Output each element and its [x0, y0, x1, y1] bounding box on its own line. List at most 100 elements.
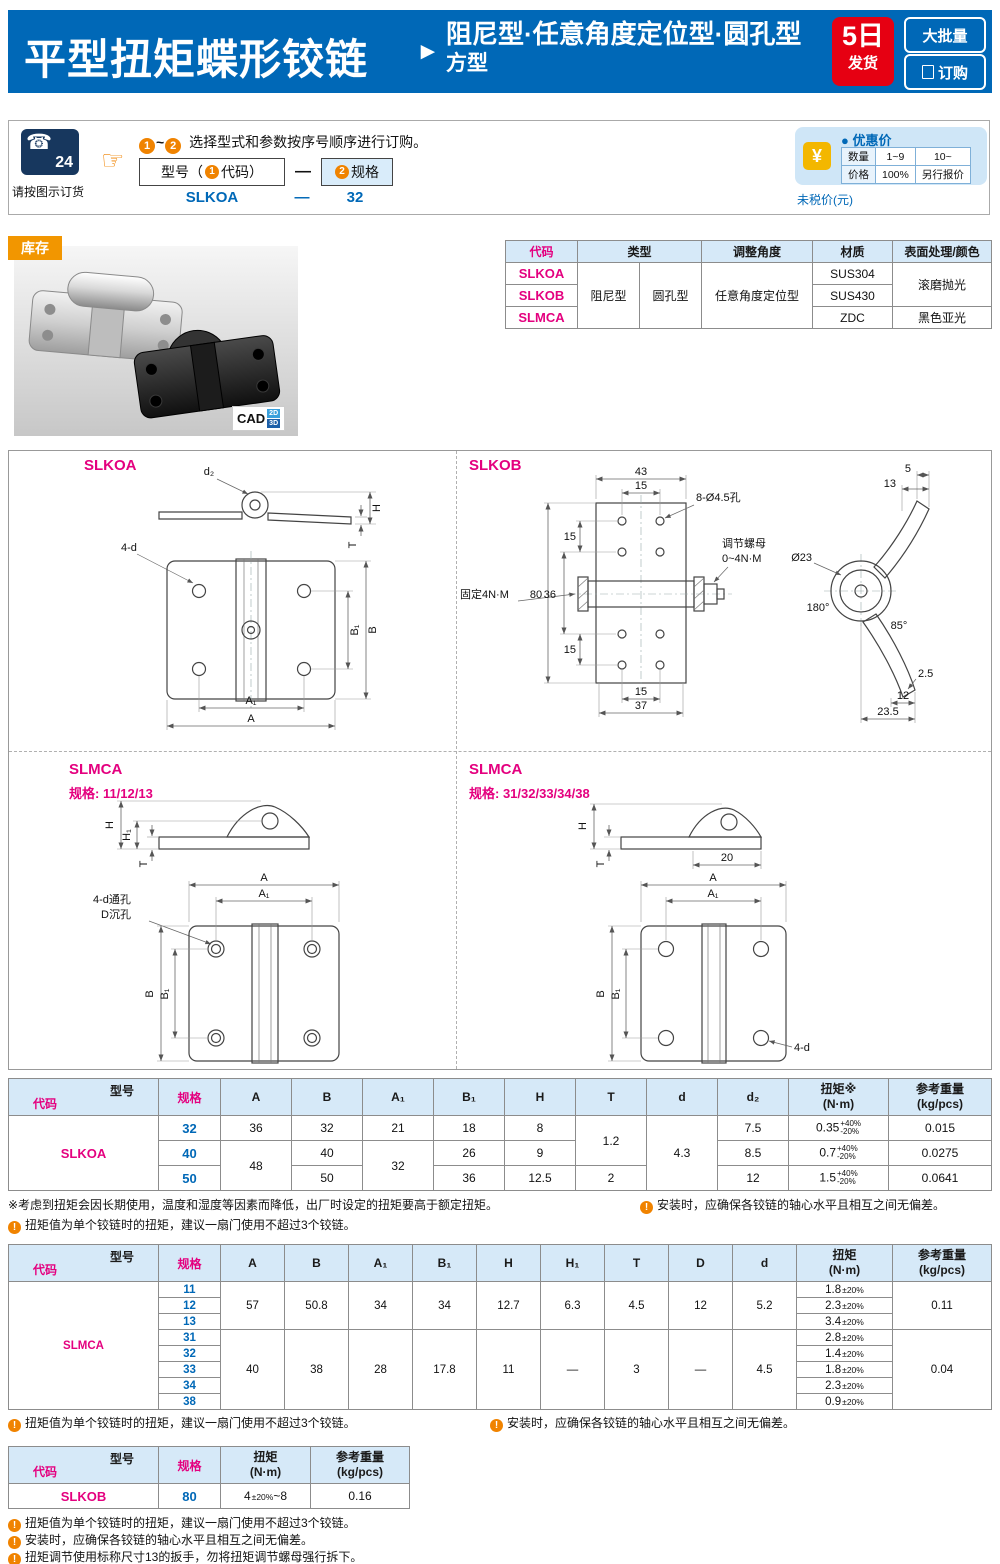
slmca1-side-view: H H₁ T: [104, 800, 311, 867]
svg-text:T: T: [595, 860, 607, 867]
slkoa-dimension-table-wrap: 型号 代码 规格 A B A₁ B₁ H T d d₂ 扭矩※(N·m) 参考重…: [8, 1078, 992, 1191]
svg-text:H: H: [577, 822, 589, 830]
svg-text:8-Ø4.5孔: 8-Ø4.5孔: [696, 491, 741, 504]
svg-text:B₁: B₁: [349, 624, 361, 635]
svg-text:85°: 85°: [891, 620, 908, 632]
divider: [9, 751, 991, 752]
drawing-title-slkob: SLKOB: [469, 457, 522, 474]
subtitle-square: 方型: [446, 51, 488, 75]
order-doc-icon: [921, 65, 934, 79]
phone-caption: 请按图示订货: [12, 185, 85, 199]
stock-badge: 库存: [8, 236, 62, 260]
discount-price-title: ● 优惠价: [841, 133, 892, 148]
warning-icon: !: [8, 1419, 21, 1432]
table-row: SLKOB SUS430: [505, 284, 992, 307]
step-1-icon: 1: [205, 165, 219, 179]
model-code-header: 型号 代码: [8, 1244, 159, 1282]
svg-text:固定4N·M: 固定4N·M: [460, 587, 509, 601]
note-torque-derating: ※考虑到扭矩会因长期使用，温度和湿度等因素而降低，出厂时设定的扭矩要高于额定扭矩…: [8, 1198, 499, 1212]
table-row: 32 1.4±20%: [9, 1345, 992, 1362]
svg-text:37: 37: [635, 700, 647, 712]
note-max-hinges: !扭矩值为单个铰链时的扭矩，建议一扇门使用不超过3个铰链。: [8, 1514, 356, 1532]
svg-text:180°: 180°: [807, 602, 830, 614]
svg-text:B: B: [595, 990, 607, 997]
svg-text:36: 36: [544, 589, 556, 601]
svg-text:D沉孔: D沉孔: [101, 908, 131, 921]
svg-text:A: A: [260, 872, 268, 884]
svg-text:B: B: [367, 626, 379, 633]
svg-text:23.5: 23.5: [877, 706, 898, 718]
slmca-dimension-table-wrap: 型号 代码 规格 A B A₁ B₁ H H₁ T D d 扭矩(N·m) 参考…: [8, 1244, 992, 1410]
drawing-title-slmca-2: SLMCA: [469, 761, 523, 778]
svg-text:Ø23: Ø23: [791, 552, 812, 564]
warning-icon: !: [8, 1221, 21, 1234]
warning-icon: !: [8, 1536, 21, 1549]
table-row: SLMCA ZDC 黑色亚光: [505, 306, 992, 329]
technical-drawings: SLKOA SLKOB SLMCA 规格: 11/12/13 SLMCA 规格:…: [8, 450, 992, 1070]
svg-text:B₁: B₁: [159, 988, 171, 999]
svg-text:15: 15: [635, 686, 647, 698]
slmca2-side-view: H T 20: [577, 803, 763, 869]
product-photo: [14, 246, 298, 436]
note-install: !安装时，应确保各铰链的轴心水平且相互之间无偏差。: [640, 1196, 945, 1214]
slmca2-front-view: A A₁ B B₁ 4-d: [595, 872, 810, 1064]
note-install: !安装时，应确保各铰链的轴心水平且相互之间无偏差。: [490, 1414, 795, 1432]
drawing-title-slmca-1: SLMCA: [69, 761, 123, 778]
drawing-slkob: 43 15 8-Ø4.5孔 调节螺母 0~4N·M 固定4N·M 80: [460, 463, 933, 723]
svg-text:15: 15: [564, 531, 576, 543]
svg-text:80: 80: [530, 589, 542, 601]
table-row: SLKOB 80 4±20%~8 0.16: [8, 1483, 410, 1509]
drawing-slmca-111213: H H₁ T 4-d通孔 D沉孔: [93, 800, 340, 1064]
svg-text:A: A: [247, 713, 255, 725]
svg-text:A₁: A₁: [245, 695, 256, 707]
svg-text:A: A: [709, 872, 717, 884]
part-number-example: SLKOA — 32: [185, 189, 364, 206]
table-row: SLKOA 阻尼型 圆孔型 任意角度定位型 SUS304 滚磨抛光: [505, 262, 992, 329]
bulk-order-badge: 大批量: [904, 17, 986, 53]
subtitle-types: 阻尼型·任意角度定位型·圆孔型: [446, 19, 802, 49]
svg-text:43: 43: [635, 466, 647, 478]
drawing-slkoa: d₂ H T 4-d: [121, 466, 383, 730]
page-title: 平型扭矩蝶形铰链: [24, 36, 369, 83]
svg-text:0~4N·M: 0~4N·M: [722, 553, 761, 565]
drawing-title-slkoa: SLKOA: [84, 457, 137, 474]
svg-text:H: H: [371, 504, 383, 512]
pointing-hand-icon: ☞: [101, 145, 125, 175]
svg-text:4-d通孔: 4-d通孔: [93, 893, 131, 906]
yen-icon: ¥: [803, 142, 831, 170]
table-row: 31 40 38 28 17.8 11 — 3 — 4.5 2.8±20% 0.…: [9, 1329, 992, 1410]
svg-text:2.5: 2.5: [918, 668, 933, 680]
order-badge: 订购: [904, 54, 986, 90]
phone-24h-icon: ☎ 24: [21, 129, 79, 175]
note-max-hinges: !扭矩值为单个铰链时的扭矩，建议一扇门使用不超过3个铰链。: [8, 1216, 356, 1234]
step-2-icon: 2: [335, 165, 349, 179]
slmca-dimension-table: 型号 代码 规格 A B A₁ B₁ H H₁ T D d 扭矩(N·m) 参考…: [8, 1244, 992, 1410]
price-table: 数量 1~9 10~ 价格 100% 另行报价: [841, 147, 971, 184]
product-spec-table: 代码 类型 调整角度 材质 表面处理/颜色 SLKOA 阻尼型 圆孔型 任意角度…: [505, 240, 992, 329]
table-row: SLMCA 11 57 50.8 34 34 12.7 6.3 4.5 12 5…: [8, 1281, 992, 1410]
note-install: !安装时，应确保各铰链的轴心水平且相互之间无偏差。: [8, 1531, 313, 1549]
table-row: 38 0.9±20%: [9, 1393, 992, 1410]
svg-text:15: 15: [635, 480, 647, 492]
svg-text:15: 15: [564, 644, 576, 656]
note-wrench: !扭矩调节使用标称尺寸13的扳手，勿将扭矩调节螺母强行拆下。: [8, 1548, 362, 1564]
ordering-instruction: 1~2 选择型式和参数按序号顺序进行订购。: [139, 132, 427, 154]
model-code-header: 型号 代码: [8, 1446, 159, 1484]
svg-text:13: 13: [884, 478, 896, 490]
black-hinge-photo: [133, 329, 281, 419]
table-row: 50 50 36 12.5 2 12 1.5+40%-20% 0.0641: [9, 1165, 992, 1191]
svg-text:B: B: [144, 990, 156, 997]
stainless-hinge-photo: [28, 271, 183, 363]
product-spec-table-wrap: 代码 类型 调整角度 材质 表面处理/颜色 SLKOA 阻尼型 圆孔型 任意角度…: [505, 240, 992, 329]
svg-text:T: T: [138, 860, 150, 867]
divider: [456, 451, 457, 1069]
slkob-dimension-table-wrap: 型号 代码 规格 扭矩(N·m) 参考重量(kg/pcs) SLKOB 80 4…: [8, 1446, 410, 1509]
drawing-spec-slmca-1: 规格: 11/12/13: [69, 786, 153, 801]
svg-text:B₁: B₁: [610, 988, 622, 999]
shipping-badge: 5日 发货: [832, 17, 894, 86]
header-subtitle: 阻尼型·任意角度定位型·圆孔型 方型: [446, 18, 801, 76]
